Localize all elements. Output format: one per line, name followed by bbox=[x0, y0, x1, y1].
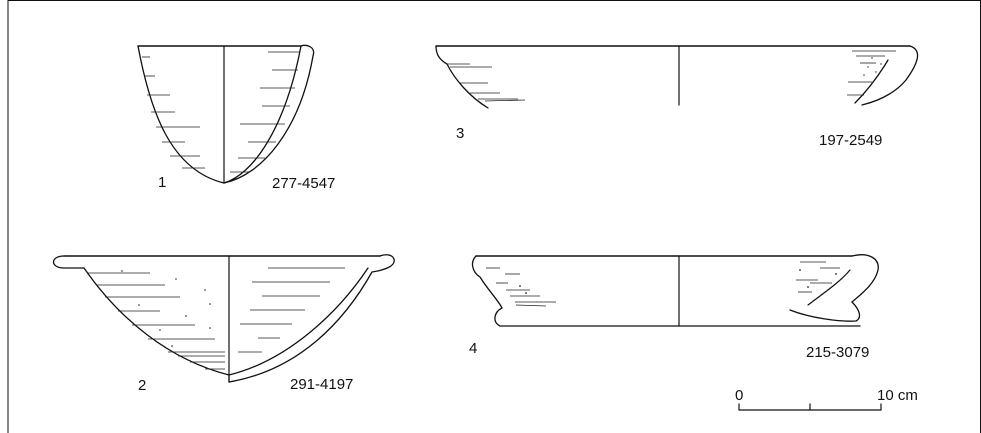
vessel-1-surface-lines bbox=[142, 51, 300, 173]
plate-frame bbox=[7, 0, 981, 433]
vessel-3-drawing bbox=[435, 45, 919, 109]
vessel-2-number: 2 bbox=[138, 377, 146, 394]
vessel-2-drawing bbox=[52, 254, 395, 383]
scale-bar bbox=[738, 403, 882, 411]
vessel-3-stippling bbox=[863, 57, 882, 76]
vessel-1-catalog: 277-4547 bbox=[272, 175, 335, 192]
scale-bar-start-label: 0 bbox=[735, 387, 743, 404]
scale-bar-end-label: 10 cm bbox=[877, 387, 918, 404]
vessel-4-drawing bbox=[471, 254, 879, 327]
vessel-4-surface-lines bbox=[486, 261, 840, 307]
vessel-2-surface-lines bbox=[88, 267, 345, 370]
vessel-2-stippling bbox=[121, 270, 211, 347]
vessel-3-surface-lines bbox=[447, 50, 896, 102]
vessel-3-catalog: 197-2549 bbox=[819, 132, 882, 149]
vessel-4-catalog: 215-3079 bbox=[806, 344, 869, 361]
vessel-1-drawing bbox=[137, 44, 315, 184]
vessel-1-number: 1 bbox=[158, 174, 166, 191]
vessel-4-number: 4 bbox=[469, 340, 477, 357]
vessel-4-stippling bbox=[519, 269, 837, 294]
vessel-2-catalog: 291-4197 bbox=[290, 376, 353, 393]
vessel-3-number: 3 bbox=[456, 125, 464, 142]
